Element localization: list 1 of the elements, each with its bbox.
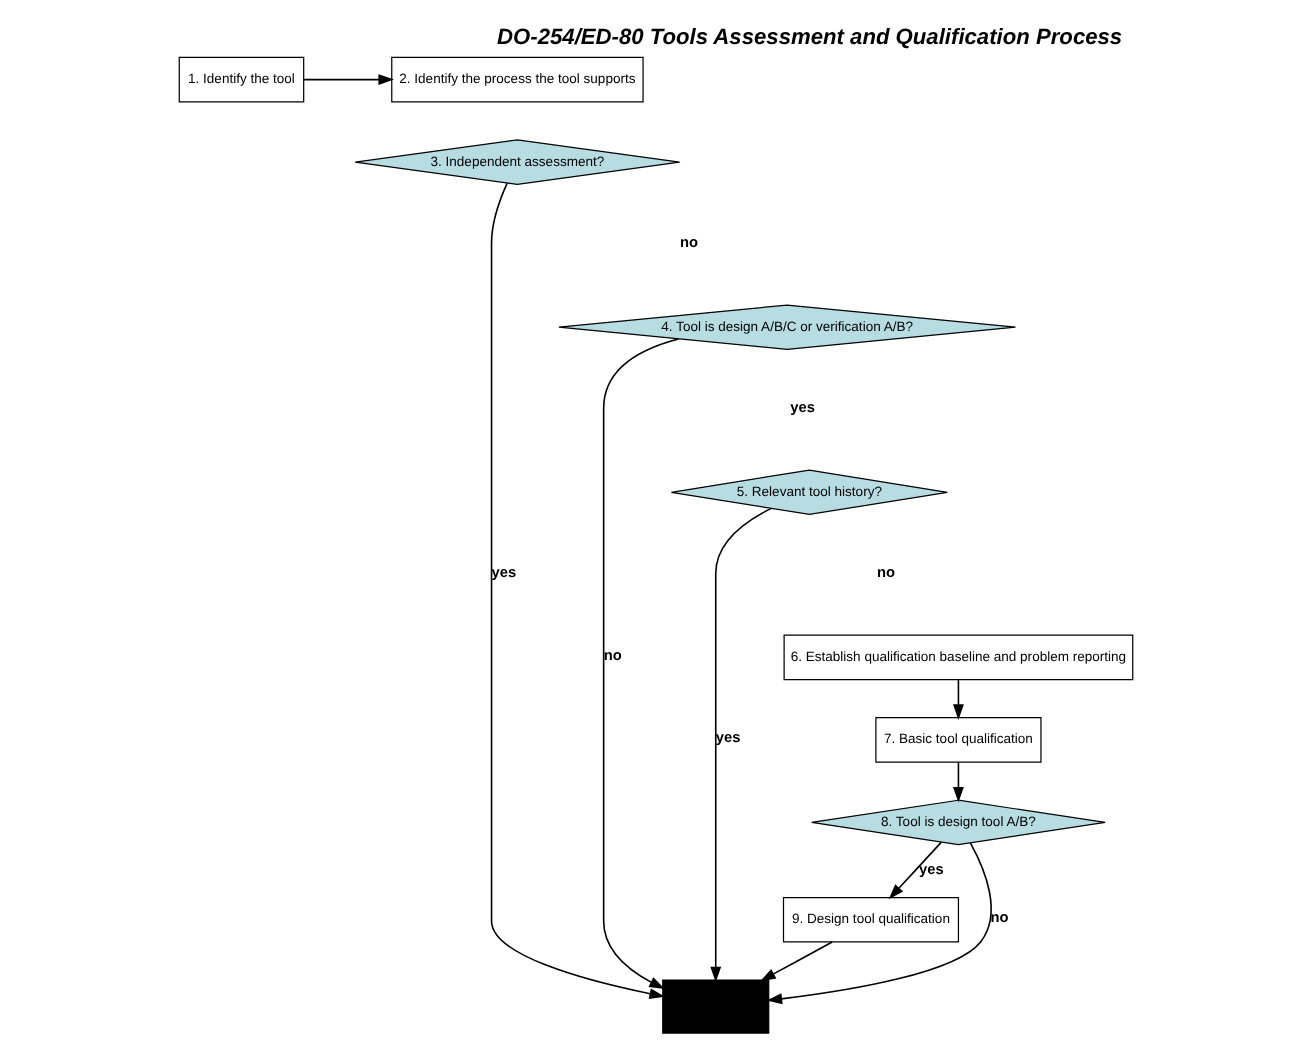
diagram-title: DO-254/ED-80 Tools Assessment and Qualification Process: [497, 25, 1123, 50]
